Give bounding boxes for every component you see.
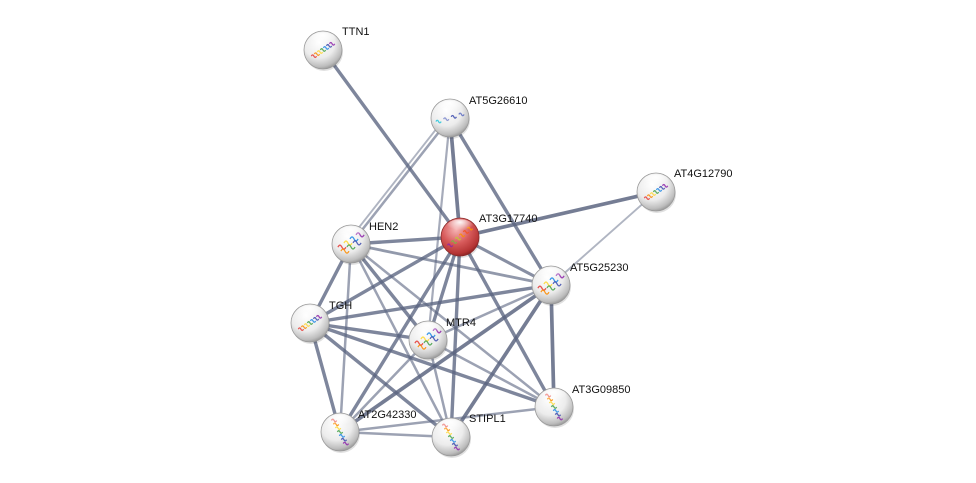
edge-at3g17740-stipl1[interactable]: [449, 235, 462, 439]
node-ttn1[interactable]: TTN1: [303, 26, 370, 71]
node-label: AT4G12790: [674, 168, 733, 180]
node-at3g17740[interactable]: AT3G17740: [440, 213, 538, 258]
node-at5g25230[interactable]: AT5G25230: [531, 262, 629, 306]
edge-at3g17740-at4g12790[interactable]: [458, 190, 658, 239]
edge-at5g26610-hen2[interactable]: [349, 116, 452, 246]
edge-at5g26610-hen2[interactable]: [346, 114, 448, 243]
node-at2g42330[interactable]: AT2G42330: [320, 409, 417, 453]
node-highlight: [414, 322, 442, 337]
node-highlight: [540, 389, 568, 404]
edge-hen2-at3g09850[interactable]: [349, 242, 556, 409]
edge-tgh-at5g25230[interactable]: [308, 283, 553, 325]
node-stipl1[interactable]: STIPL1: [431, 413, 506, 458]
node-label: STIPL1: [469, 413, 506, 425]
node-label: AT3G17740: [479, 213, 538, 225]
node-highlight: [337, 226, 365, 241]
edge-hen2-stipl1[interactable]: [349, 242, 453, 439]
node-label: AT5G26610: [469, 95, 528, 107]
node-at3g09850[interactable]: AT3G09850: [534, 384, 631, 428]
node-at4g12790[interactable]: AT4G12790: [636, 168, 733, 213]
node-highlight: [296, 305, 324, 320]
edge-at3g17740-tgh[interactable]: [308, 235, 462, 325]
node-mtr4[interactable]: MTR4: [408, 317, 476, 361]
node-label: TTN1: [342, 26, 370, 38]
edge-tgh-at3g09850[interactable]: [308, 321, 556, 409]
node-label: AT2G42330: [358, 409, 417, 421]
node-highlight: [642, 174, 670, 189]
edge-at4g12790-at5g25230[interactable]: [550, 191, 657, 286]
edge-hen2-at5g25230[interactable]: [349, 242, 553, 287]
edge-at5g25230-at3g09850[interactable]: [549, 283, 556, 409]
edge-at5g25230-at2g42330[interactable]: [338, 283, 553, 434]
protein-structure-icon: [435, 112, 465, 124]
edge-mtr4-at5g25230[interactable]: [426, 283, 553, 342]
edge-at5g26610-at5g25230[interactable]: [448, 116, 553, 287]
node-label: HEN2: [369, 221, 398, 233]
node-highlight: [446, 219, 474, 234]
edge-hen2-at2g42330[interactable]: [338, 242, 353, 434]
edge-tgh-stipl1[interactable]: [308, 321, 453, 439]
edge-ttn1-at3g17740[interactable]: [321, 48, 462, 239]
node-highlight: [436, 100, 464, 115]
edge-mtr4-at2g42330[interactable]: [338, 338, 430, 434]
edge-at3g17740-at3g09850[interactable]: [458, 235, 556, 409]
node-highlight: [326, 414, 354, 429]
node-label: MTR4: [446, 317, 476, 329]
node-at5g26610[interactable]: AT5G26610: [430, 95, 528, 139]
node-label: AT5G25230: [570, 262, 629, 274]
edge-tgh-mtr4[interactable]: [308, 321, 430, 342]
node-hen2[interactable]: HEN2: [331, 221, 398, 265]
node-highlight: [537, 267, 565, 282]
node-label: AT3G09850: [572, 384, 631, 396]
node-highlight: [309, 32, 337, 47]
edge-hen2-mtr4[interactable]: [349, 242, 430, 342]
node-label: TGH: [329, 300, 352, 312]
protein-structure-icon: [643, 183, 669, 201]
edge-at5g25230-stipl1[interactable]: [449, 283, 553, 439]
node-tgh[interactable]: TGH: [290, 300, 352, 344]
edge-at5g26610-at3g17740[interactable]: [448, 116, 462, 239]
node-highlight: [437, 419, 465, 434]
